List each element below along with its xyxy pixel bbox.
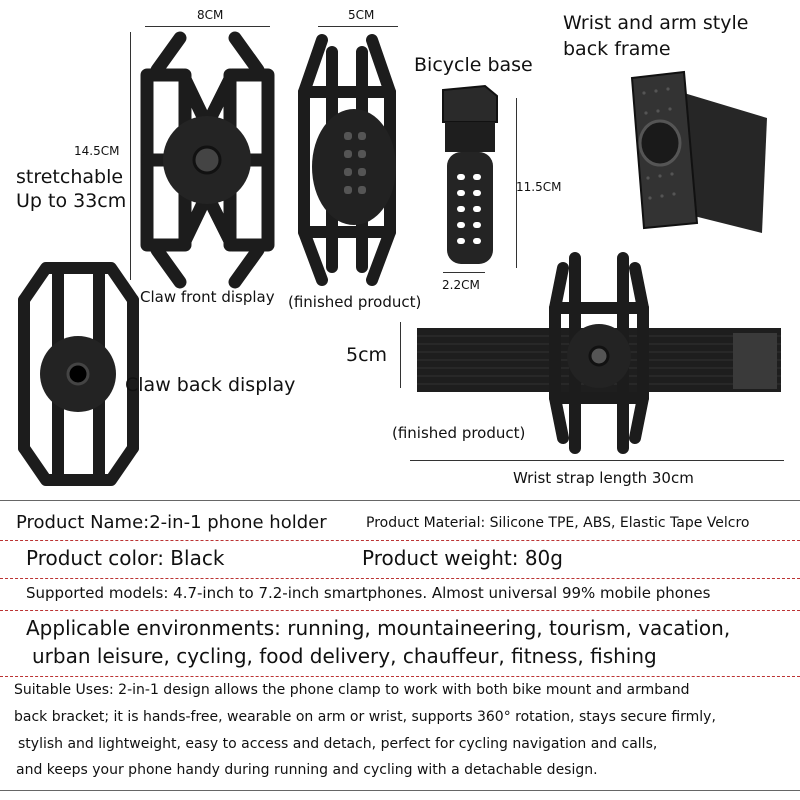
dimension-line-22cm — [443, 272, 485, 273]
spec-environments-line1: Applicable environments: running, mounta… — [26, 616, 731, 640]
armband-finished-product-image — [417, 252, 781, 454]
divider-3 — [0, 610, 800, 611]
label-wrist-arm-style: Wrist and arm style — [563, 12, 749, 34]
label-height-5cm: 5cm — [346, 344, 388, 366]
dimension-line-5cm-strap — [400, 322, 401, 388]
spec-uses-line2: back bracket; it is hands-free, wearable… — [14, 709, 716, 725]
label-stretchable-range: Up to 33cm — [16, 190, 127, 212]
spec-material: Product Material: Silicone TPE, ABS, Ela… — [366, 515, 750, 531]
claw-back-image — [18, 262, 139, 486]
spec-color: Product color: Black — [26, 546, 225, 570]
spec-uses-line3: stylish and lightweight, easy to access … — [18, 736, 658, 752]
claw-front-image — [140, 31, 275, 289]
dimension-line-8cm — [145, 26, 270, 27]
spec-row-environments: Applicable environments: running, mounta… — [0, 616, 800, 672]
spec-uses-line1: Suitable Uses: 2-in-1 design allows the … — [14, 682, 690, 698]
label-height-145cm: 14.5CM — [74, 144, 120, 158]
spec-row-color-weight: Product color: Black Product weight: 80g — [0, 546, 800, 574]
dimension-line-5cm — [318, 26, 398, 27]
divider-4 — [0, 676, 800, 677]
armband-back-frame-image — [630, 70, 767, 233]
label-claw-front: Claw front display — [140, 288, 275, 306]
label-finished-product-armband: (finished product) — [392, 424, 526, 442]
spec-row-uses: Suitable Uses: 2-in-1 design allows the … — [0, 682, 800, 786]
spec-supported-models: Supported models: 4.7-inch to 7.2-inch s… — [26, 584, 711, 602]
spec-row-models: Supported models: 4.7-inch to 7.2-inch s… — [0, 584, 800, 606]
label-bicycle-base: Bicycle base — [414, 54, 533, 76]
label-height-115cm: 11.5CM — [516, 180, 562, 194]
spec-uses-line4: and keeps your phone handy during runnin… — [16, 762, 598, 778]
spec-environments-line2: urban leisure, cycling, food delivery, c… — [32, 644, 657, 668]
label-width-22cm: 2.2CM — [442, 278, 480, 292]
dimension-line-strap-30cm — [410, 460, 784, 461]
spec-row-name-material: Product Name:2-in-1 phone holder Product… — [0, 512, 800, 536]
dimension-line-115cm — [516, 98, 517, 268]
label-stretchable: stretchable — [16, 166, 124, 188]
divider-bottom — [0, 790, 800, 791]
label-strap-length: Wrist strap length 30cm — [513, 469, 694, 487]
divider-top — [0, 500, 800, 501]
spec-product-name: Product Name:2-in-1 phone holder — [16, 512, 327, 533]
label-back-frame: back frame — [563, 38, 671, 60]
divider-2 — [0, 578, 800, 579]
label-width-8cm: 8CM — [197, 8, 224, 22]
label-width-5cm: 5CM — [348, 8, 375, 22]
dimension-line-145cm — [130, 32, 131, 280]
spec-weight: Product weight: 80g — [362, 546, 563, 570]
label-claw-back: Claw back display — [125, 374, 296, 396]
divider-1 — [0, 540, 800, 541]
bicycle-base-image — [442, 84, 498, 264]
label-finished-product-side: (finished product) — [288, 293, 422, 311]
finished-product-side-image — [298, 34, 396, 286]
